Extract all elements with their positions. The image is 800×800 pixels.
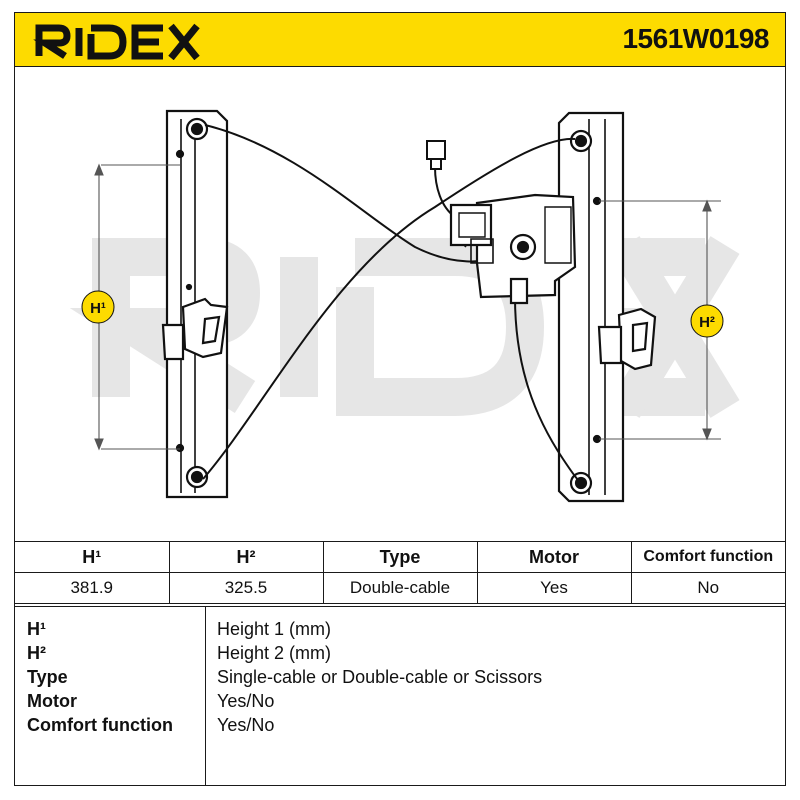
header-bar: 1561W0198 [15,13,785,67]
h1-label: H¹ [90,300,106,317]
legend-desc: Single-cable or Double-cable or Scissors [217,667,543,687]
h2-label: H² [699,314,715,331]
part-number: 1561W0198 [622,23,769,54]
legend-desc: Height 2 (mm) [217,643,332,663]
spec-value-h2: 325.5 [168,572,324,604]
legend-desc: Yes/No [217,691,275,711]
legend-key: Comfort function [27,715,173,735]
legend-desc: Height 1 (mm) [217,619,332,639]
spec-header-type: Type [322,541,478,573]
spec-table: H¹ H² Type Motor Comfort function 381.9 … [15,541,785,604]
legend: H¹ Height 1 (mm) H² Height 2 (mm) Type S… [15,606,785,786]
spec-header-row: H¹ H² Type Motor Comfort function [15,541,785,573]
left-rail [161,109,229,499]
legend-desc: Yes/No [217,715,275,735]
spec-value-h1: 381.9 [15,572,170,604]
h2-badge [690,304,724,338]
spec-value-motor: Yes [476,572,632,604]
legend-key: H² [27,643,46,663]
legend-row-h2: H² Height 2 (mm) [15,643,785,667]
spec-value-comfort: No [630,572,785,604]
spec-header-motor: Motor [476,541,632,573]
window-regulator-drawing: H¹ H² [69,109,740,503]
spec-header-h1: H¹ [15,541,170,573]
h1-badge [81,290,115,324]
spec-value-row: 381.9 325.5 Double-cable Yes No [15,572,785,604]
legend-key: Type [27,667,68,687]
motor-icon [449,193,577,305]
connector-icon [426,140,446,170]
ridex-logo [33,23,200,60]
spec-header-comfort: Comfort function [630,541,785,573]
spec-value-type: Double-cable [322,572,478,604]
legend-key: Motor [27,691,77,711]
product-sheet: 1561W0198 [14,12,786,786]
spec-header-h2: H² [168,541,324,573]
right-rail [557,111,657,503]
legend-key: H¹ [27,619,46,639]
legend-row-h1: H¹ Height 1 (mm) [15,619,785,643]
legend-row-comfort: Comfort function Yes/No [15,715,785,739]
legend-divider [205,607,206,786]
legend-row-type: Type Single-cable or Double-cable or Sci… [15,667,785,691]
legend-row-motor: Motor Yes/No [15,691,785,715]
cables [202,124,580,482]
